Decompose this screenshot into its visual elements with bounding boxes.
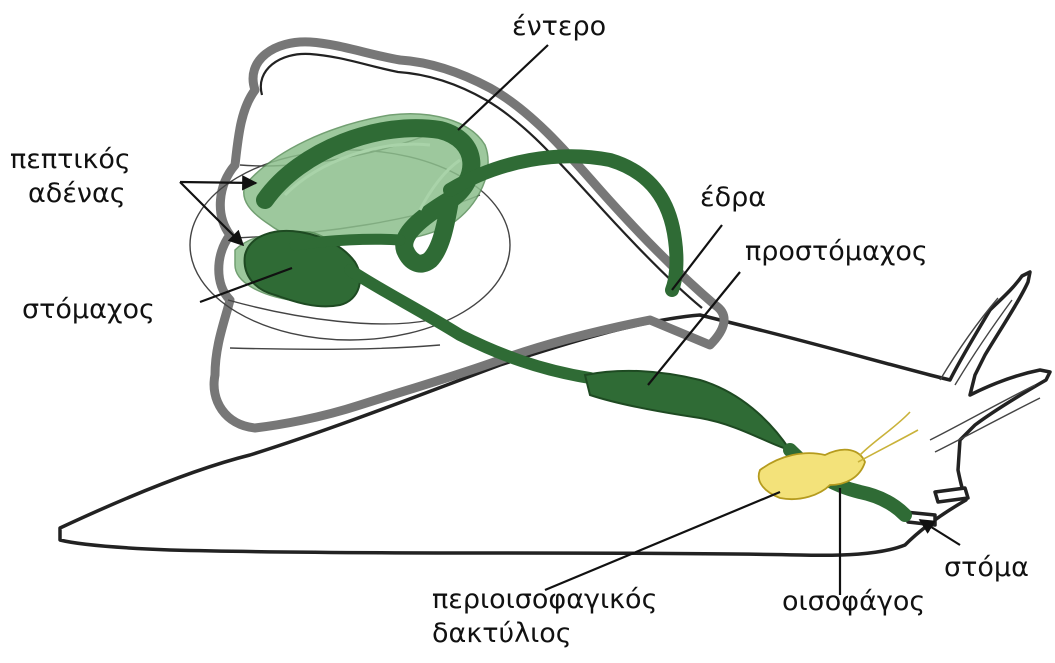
label-perioisofagikos-line2: δακτύλιος [432,618,572,649]
label-edra: έδρα [700,182,766,213]
label-stomachos: στόμαχος [22,294,155,325]
label-entero: έντερο [512,11,606,42]
label-peptikos-line2: αδένας [28,178,126,209]
label-prostomachos: προστόμαχος [745,236,928,267]
label-peptikos-line1: πεπτικός [10,144,131,175]
label-stoma: στόμα [944,552,1029,583]
mouth-tentacle [935,488,968,502]
leader-stoma [920,520,960,545]
leader-gland-2 [180,182,243,245]
stomach-neck [295,239,400,245]
label-oisofagos: οισοφάγος [782,586,925,617]
label-perioisofagikos-line1: περιοισοφαγικός [432,584,657,615]
leader-gland-1 [180,182,256,183]
intestine-to-anus [450,156,676,290]
